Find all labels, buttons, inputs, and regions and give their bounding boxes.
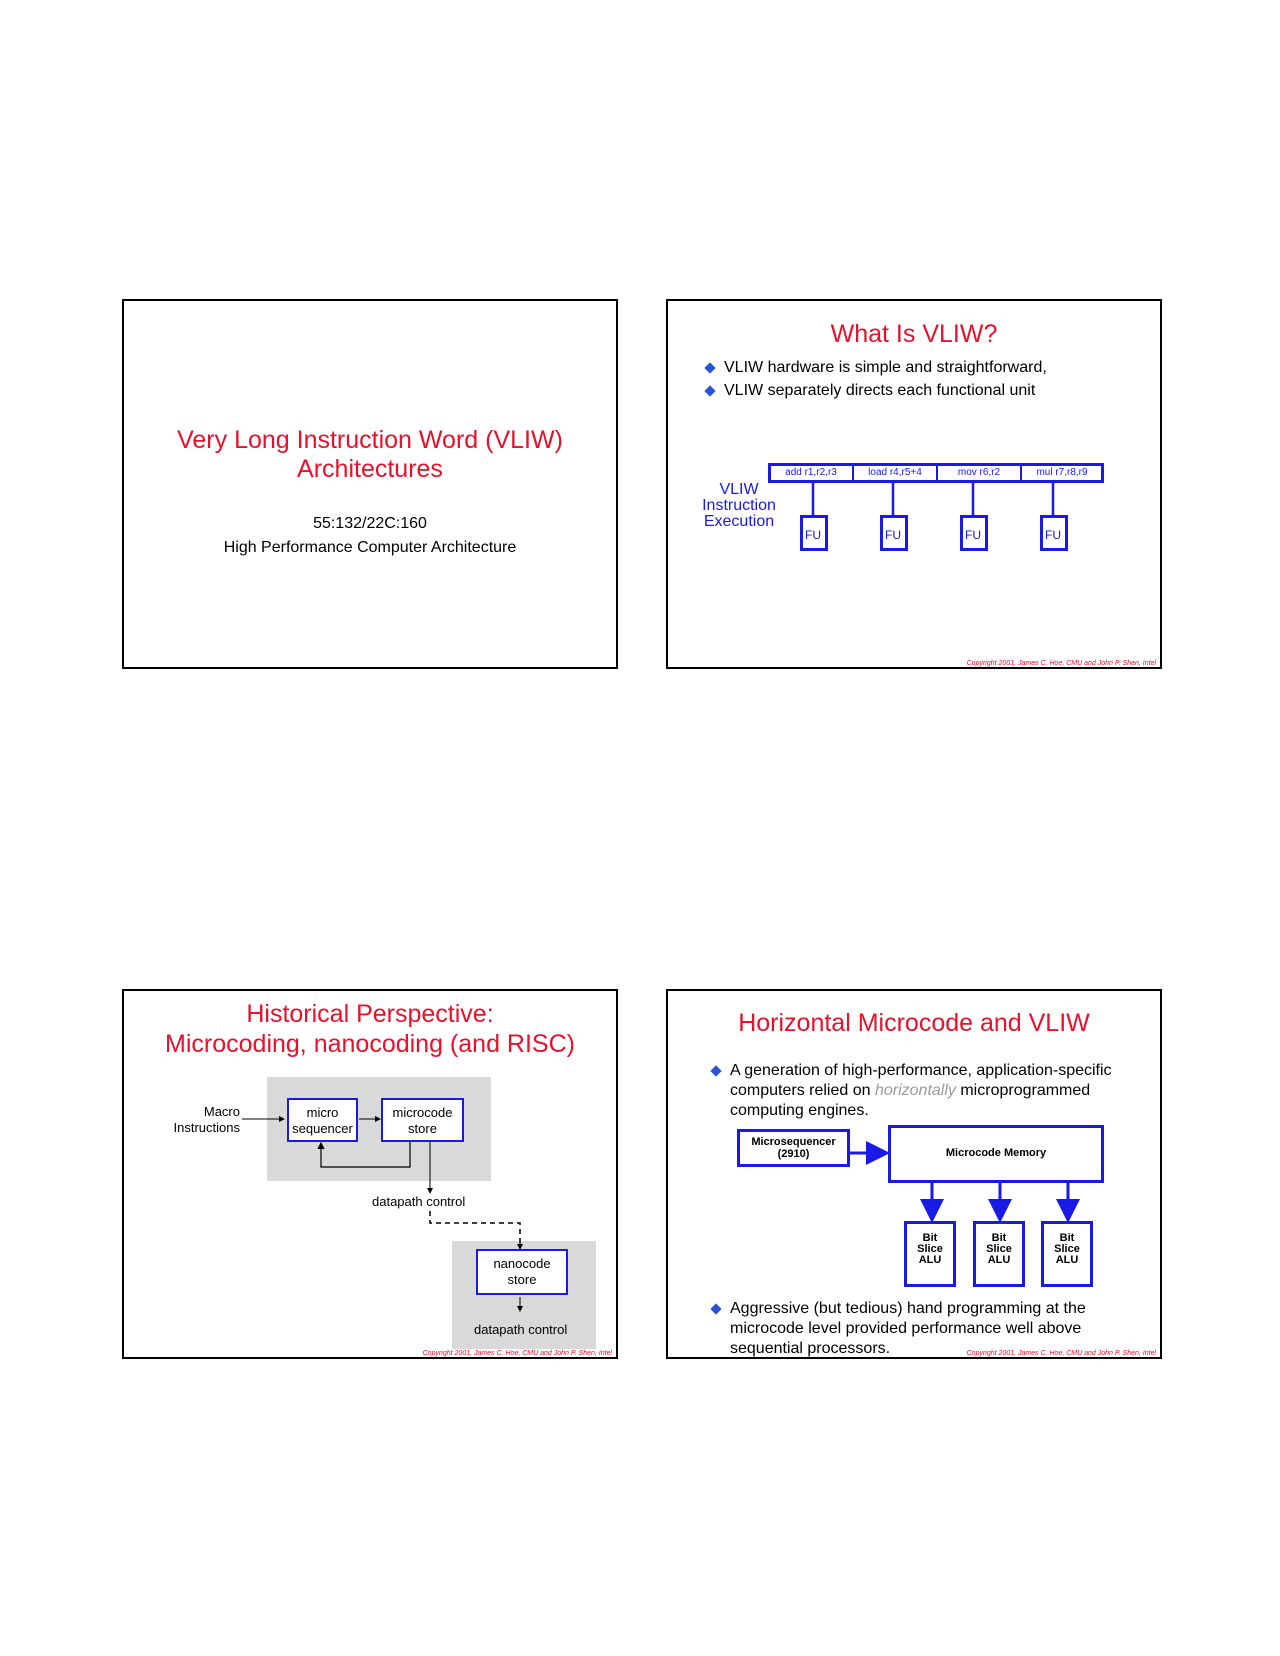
course-subtitle: High Performance Computer Architecture: [223, 539, 517, 556]
slide-title: Very Long Instruction Word (VLIW) Archit…: [122, 299, 618, 669]
macro-instructions-label: Macro Instructions: [173, 1104, 240, 1135]
slide-1-title-line-1: Very Long Instruction Word (VLIW): [177, 426, 563, 454]
nanocode-store-box: nanocode store: [476, 1249, 568, 1295]
functional-unit: FU: [1040, 515, 1068, 551]
slide-4-title: Horizontal Microcode and VLIW: [738, 1009, 1090, 1037]
microsequencer-box: Microsequencer (2910): [737, 1129, 850, 1167]
microcode-memory-box: Microcode Memory: [888, 1125, 1104, 1183]
functional-unit: FU: [800, 515, 828, 551]
microcode-diagram-arrows: [242, 1116, 523, 1312]
slide-horizontal-microcode: Horizontal Microcode and VLIW A generati…: [666, 989, 1162, 1359]
functional-unit: FU: [960, 515, 988, 551]
copyright-notice: Copyright 2001, James C. Hoe, CMU and Jo…: [422, 1350, 612, 1357]
slot-divider: [1020, 465, 1022, 481]
copyright-notice: Copyright 2001, James C. Hoe, CMU and Jo…: [966, 660, 1156, 667]
vliw-execution-label: VLIW Instruction Execution: [702, 481, 776, 530]
slide-3-title-line-1: Historical Perspective:: [246, 1000, 494, 1028]
microcode-vliw-arrows: [850, 1141, 1080, 1223]
slot-divider: [852, 465, 854, 481]
microcode-store-box: microcode store: [381, 1098, 464, 1142]
vliw-diagram-connectors: [811, 483, 1055, 515]
slide-3-title-line-2: Microcoding, nanocoding (and RISC): [165, 1030, 575, 1058]
slide-2-title: What Is VLIW?: [830, 320, 998, 348]
slot-2: load r4,r5+4: [868, 467, 922, 478]
slide-1-title-line-2: Architectures: [297, 455, 443, 483]
slide-historical-perspective: Historical Perspective: Microcoding, nan…: [122, 989, 618, 1359]
micro-sequencer-box: micro sequencer: [287, 1098, 358, 1142]
slot-divider: [936, 465, 938, 481]
slot-1: add r1,r2,r3: [785, 467, 837, 478]
slot-4: mul r7,r8,r9: [1036, 467, 1088, 478]
datapath-control-label: datapath control: [474, 1322, 568, 1337]
slot-3: mov r6,r2: [957, 467, 1001, 478]
slide-what-is-vliw: What Is VLIW? VLIW hardware is simple an…: [666, 299, 1162, 669]
datapath-control-label: datapath control: [372, 1194, 466, 1209]
course-number: 55:132/22C:160: [313, 515, 427, 532]
copyright-notice: Copyright 2001, James C. Hoe, CMU and Jo…: [966, 1350, 1156, 1357]
functional-unit: FU: [880, 515, 908, 551]
